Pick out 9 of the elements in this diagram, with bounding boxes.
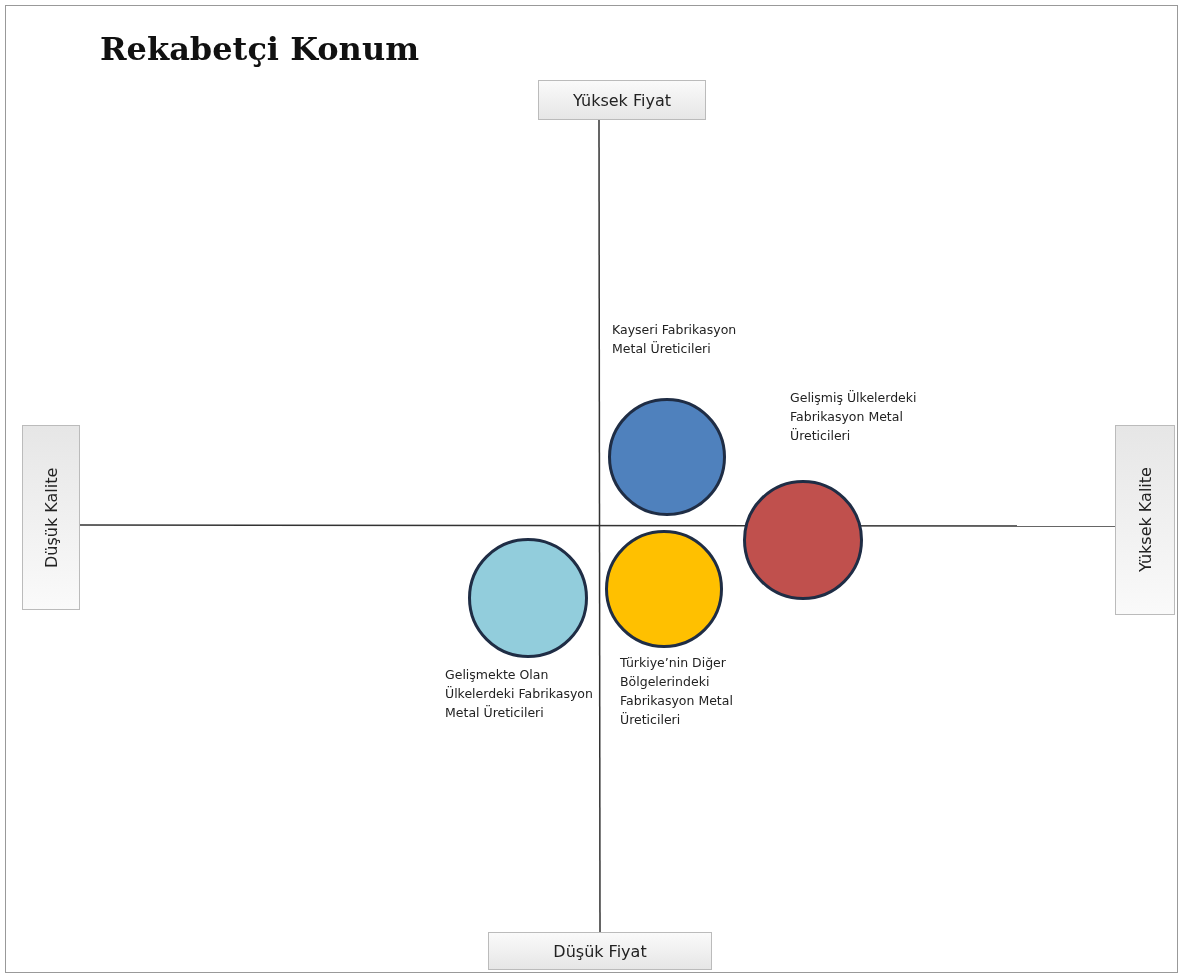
title: Rekabetçi Konum <box>100 30 419 68</box>
axis-label-box: Yüksek Fiyat <box>538 80 706 120</box>
circle-caption: Türkiye’nin Diğer Bölgelerindeki Fabrikasyon Metal Üreticileri <box>620 654 734 729</box>
circle-caption: Gelişmiş Ülkelerdeki Fabrikasyon Metal Üreticileri <box>790 389 918 445</box>
circle-caption: Kayseri Fabrikasyon Metal Üreticileri <box>612 321 738 358</box>
axis-label-box: Düşük Kalite <box>22 425 80 610</box>
axis-label-box: Düşük Fiyat <box>488 932 712 970</box>
axis-label-box: Yüksek Kalite <box>1115 425 1175 615</box>
circle-caption: Gelişmekte Olan Ülkelerdeki Fabrikasyon Metal Üreticileri <box>445 666 594 722</box>
